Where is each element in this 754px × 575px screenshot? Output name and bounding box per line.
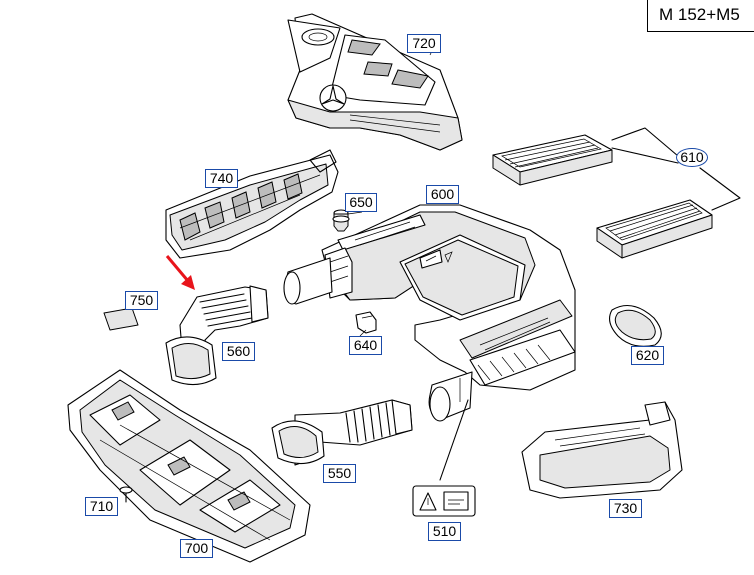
callout-620[interactable]: 620 (631, 346, 664, 365)
callout-740[interactable]: 740 (205, 169, 238, 188)
red-pointer-arrow (165, 255, 195, 290)
grommet-650 (332, 209, 350, 232)
callout-750[interactable]: 750 (125, 291, 158, 310)
warning-label-510 (412, 485, 476, 517)
air-duct-730 (521, 401, 683, 499)
lower-bracket-700 (67, 369, 311, 563)
air-filter-insert-lower (596, 199, 713, 259)
engine-cover-720 (287, 13, 463, 151)
air-filter-housing-600 (283, 204, 576, 422)
air-filter-insert-upper (492, 134, 613, 186)
plate-750 (103, 307, 139, 331)
callout-650[interactable]: 650 (345, 193, 377, 212)
screw-710 (119, 486, 133, 503)
callout-640[interactable]: 640 (349, 336, 382, 355)
callout-600[interactable]: 600 (426, 185, 459, 204)
manifold-cover-740 (165, 149, 339, 259)
callout-510[interactable]: 510 (428, 522, 461, 541)
model-designation: M 152+M5 (647, 0, 754, 32)
callout-700[interactable]: 700 (180, 539, 213, 558)
mercedes-star-icon (319, 84, 347, 112)
callout-610[interactable]: 610 (676, 148, 708, 167)
callout-550[interactable]: 550 (323, 464, 356, 483)
clip-640 (355, 311, 377, 334)
callout-560[interactable]: 560 (222, 342, 255, 361)
callout-720[interactable]: 720 (407, 34, 441, 53)
callout-710[interactable]: 710 (85, 497, 118, 516)
intake-duct-560 (165, 285, 269, 386)
callout-730[interactable]: 730 (609, 499, 642, 518)
seal-ring-620 (609, 304, 662, 347)
warning-label-icon (419, 491, 469, 511)
intake-duct-550 (271, 399, 413, 466)
